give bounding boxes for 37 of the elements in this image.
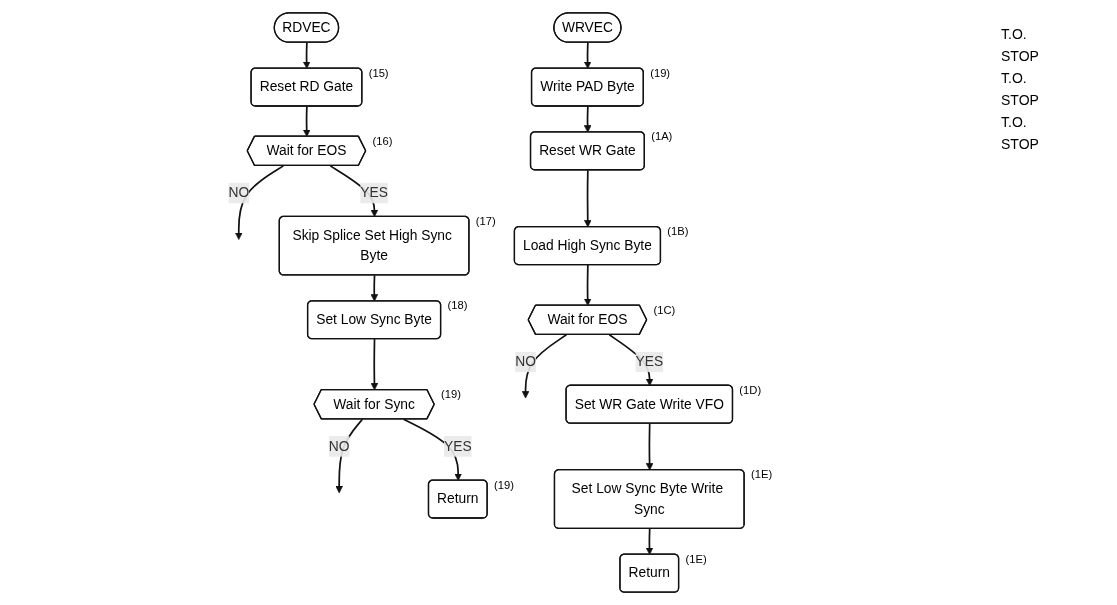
step-number: (1E) [751, 468, 773, 481]
step-number: (1B) [667, 225, 689, 238]
edge-label: NO [228, 185, 250, 200]
arrow [370, 338, 379, 391]
step-number: (19) [441, 388, 461, 401]
note-text: T.O. [1001, 114, 1028, 130]
edge-label: NO [328, 438, 350, 454]
edge-label: NO [515, 354, 536, 369]
note-text: STOP [1001, 92, 1040, 108]
note-text: T.O. [1001, 70, 1028, 86]
arrow [583, 264, 592, 306]
step-number: (19) [494, 478, 514, 491]
arrow [645, 422, 654, 471]
note-text: STOP [1001, 48, 1040, 64]
step-number: (1C) [653, 303, 676, 316]
arrow [583, 169, 592, 228]
note-text: T.O. [1001, 26, 1028, 42]
arrow [583, 41, 592, 69]
edge-label: YES [635, 354, 664, 369]
step-number: (1A) [651, 130, 673, 143]
note-text: STOP [1001, 136, 1040, 152]
step-number: (1E) [685, 552, 707, 565]
step-number: (16) [372, 134, 393, 147]
edge-label: YES [444, 438, 472, 454]
arrow [335, 418, 364, 494]
step-number: (1D) [739, 383, 762, 396]
arrow [645, 527, 654, 555]
step-number: (17) [475, 214, 496, 227]
step-number: (18) [447, 299, 468, 312]
arrow [235, 165, 285, 240]
step-number: (19) [650, 66, 671, 79]
arrow [302, 105, 311, 137]
arrow [583, 105, 592, 133]
arrow [370, 274, 379, 302]
step-number: (15) [368, 66, 389, 79]
edge-label: YES [360, 185, 388, 200]
arrow [302, 41, 311, 69]
